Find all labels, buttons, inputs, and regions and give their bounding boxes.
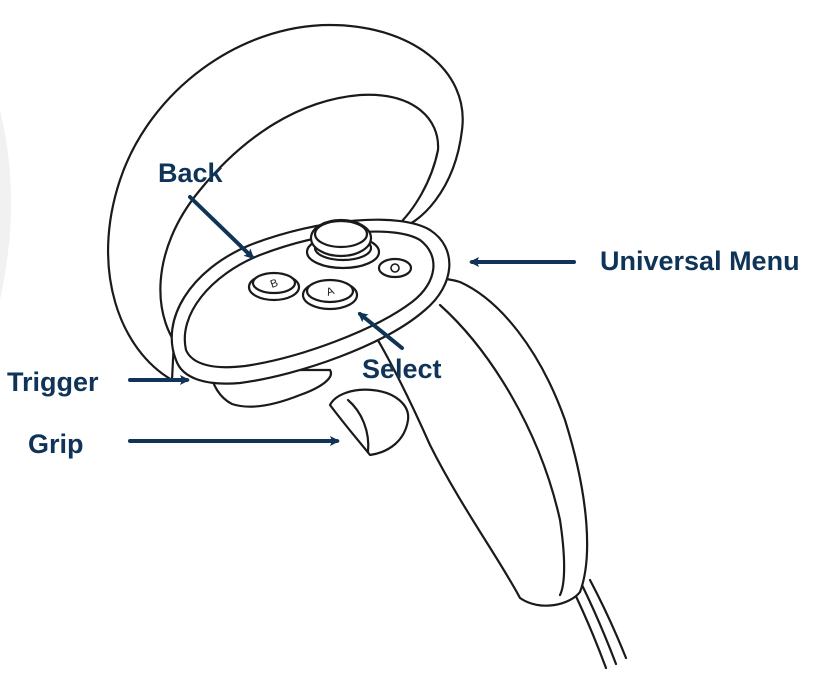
handle-inner-seam bbox=[438, 303, 566, 597]
grip-button bbox=[328, 388, 410, 457]
label-back: Back bbox=[158, 158, 223, 188]
a-button bbox=[305, 278, 355, 304]
b-button-letter: B bbox=[269, 277, 280, 291]
label-trigger: Trigger bbox=[7, 367, 99, 397]
grip-edge bbox=[346, 398, 370, 454]
face-plate-inner bbox=[183, 230, 435, 369]
b-button bbox=[251, 271, 297, 295]
back-arrow bbox=[188, 195, 255, 260]
edge-shading bbox=[0, 110, 11, 300]
a-button-letter: A bbox=[325, 285, 337, 299]
label-universal-menu: Universal Menu bbox=[600, 246, 800, 276]
thumbstick-top bbox=[313, 219, 369, 249]
callout-arrows bbox=[128, 195, 576, 446]
menu-icon bbox=[390, 263, 400, 273]
select-arrow bbox=[357, 312, 404, 350]
controller-handle bbox=[370, 277, 589, 607]
label-select: Select bbox=[362, 354, 442, 384]
label-grip: Grip bbox=[28, 429, 84, 459]
vr-controller bbox=[107, 23, 628, 670]
menu-button bbox=[377, 257, 413, 279]
